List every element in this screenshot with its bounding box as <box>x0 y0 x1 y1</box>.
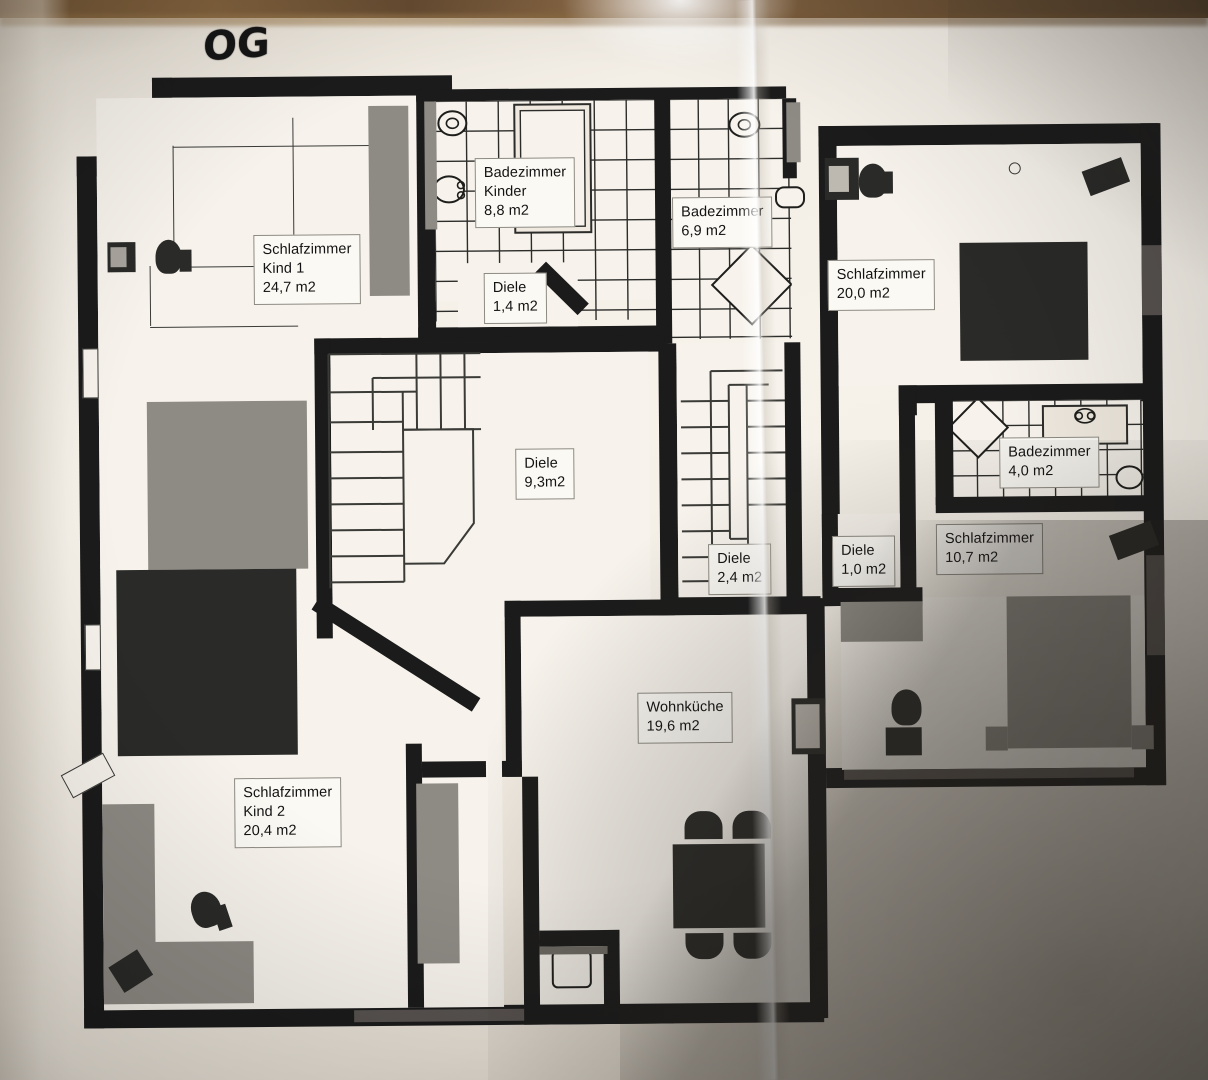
room-label-diele-24: Diele 2,4 m2 <box>708 543 772 596</box>
tv-screen-icon <box>110 247 127 268</box>
room-label-diele-93: Diele 9,3m2 <box>515 448 575 501</box>
room-label-badezimmer-kinder: Badezimmer Kinder 8,8 m2 <box>474 157 576 229</box>
wall-right-gray-vert <box>1146 555 1166 656</box>
room-label-schlafzimmer-kind-2: Schlafzimmer Kind 2 20,4 m2 <box>234 777 342 849</box>
wall-bath40-bottom <box>935 495 1146 514</box>
wall-centre-mid <box>504 599 675 617</box>
ceiling-light-icon <box>1008 162 1021 175</box>
desk-icon-sz107 <box>885 727 922 756</box>
wall-kitchen-left-lower <box>522 776 541 1009</box>
desk-chair-icon-sz107 <box>891 689 922 726</box>
wall-stair2-right <box>784 342 803 599</box>
wall-kitchen-right <box>806 598 829 1019</box>
wall-right-window <box>1141 245 1163 316</box>
wardrobe-kind1-bottom <box>146 400 309 570</box>
wardrobe-kind1-right <box>368 105 410 297</box>
nightstand-l <box>985 726 1008 751</box>
wall-bath69-right-gray <box>786 102 801 163</box>
tile-grid-bath-40 <box>950 399 1144 501</box>
room-label-schlafzimmer-107: Schlafzimmer 10,7 m2 <box>935 523 1044 576</box>
wall-bath40-left <box>934 394 954 506</box>
wall-centre-low2 <box>504 600 523 777</box>
wall-kitchen-bottom <box>524 1002 825 1025</box>
paper-left-edge <box>0 0 70 1080</box>
sink-icon-bath69 <box>774 186 806 209</box>
desk-chair-icon <box>155 239 182 274</box>
wall-stair2-left <box>658 343 679 600</box>
room-label-diele-10: Diele 1,0 m2 <box>831 535 896 588</box>
handwritten-floor-label: OG <box>202 19 271 71</box>
wardrobe-sz107-top <box>840 601 923 642</box>
wall-kitchen-step2 <box>603 929 621 1009</box>
staircase-winder-icon <box>327 352 482 589</box>
window-left-upper <box>82 348 99 399</box>
room-label-schlafzimmer-kind-1: Schlafzimmer Kind 1 24,7 m2 <box>253 234 361 306</box>
room-label-badezimmer-69: Badezimmer 6,9 m2 <box>672 196 773 249</box>
room-label-badezimmer-40: Badezimmer 4,0 m2 <box>999 436 1100 489</box>
wardrobe-kind2-top <box>116 568 298 757</box>
door-opening-centre-2 <box>485 752 503 804</box>
nightstand-r <box>1131 725 1154 750</box>
kitchen-sink-icon <box>551 950 592 989</box>
wall-outer-top-left <box>151 75 453 98</box>
chair-icon-tr <box>732 810 771 839</box>
tv-screen-sz200 <box>828 165 849 193</box>
room-label-wohnkueche: Wohnküche 19,6 m2 <box>637 691 733 744</box>
bath-kinder-left-strip <box>424 101 438 230</box>
kitchen-counter <box>539 945 608 955</box>
bed-icon-sz200 <box>959 241 1089 361</box>
desk-icon-sz200 <box>880 171 893 194</box>
window-left-lower <box>84 624 102 671</box>
chair-icon-tl <box>684 810 723 840</box>
wall-between-baths <box>654 93 673 344</box>
wall-right-mid-vert <box>898 403 917 604</box>
cabinet-icon-between-inner <box>795 704 820 749</box>
room-label-schlafzimmer-200: Schlafzimmer 20,0 m2 <box>827 259 936 312</box>
bed-icon-sz107 <box>1006 595 1132 749</box>
wardrobe-centre <box>416 783 460 964</box>
room-label-diele-14: Diele 1,4 m2 <box>483 272 548 325</box>
wall-stair2-bottom <box>660 596 821 616</box>
wardrobe-kind2-bottom <box>149 941 255 1004</box>
dining-table-icon <box>672 843 766 929</box>
desk-icon <box>179 249 192 272</box>
